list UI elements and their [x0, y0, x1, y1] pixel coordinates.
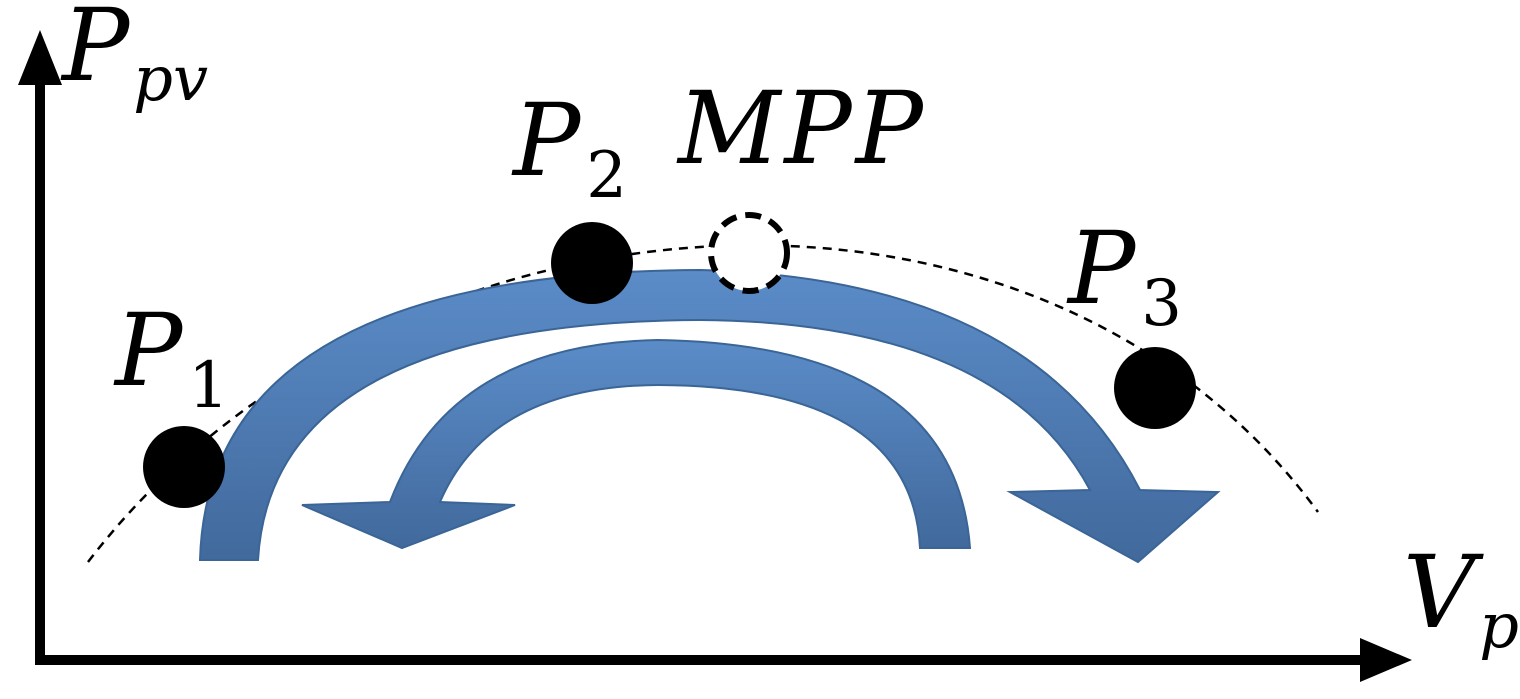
outer-arc-arrow — [198, 268, 1221, 564]
mpp-marker — [708, 212, 790, 294]
point-p1-label: P1 — [113, 292, 229, 423]
x-axis-subscript: pv — [1479, 589, 1520, 662]
x-axis-label: Vpv — [1403, 534, 1520, 662]
inner-arc-arrow — [301, 338, 972, 550]
y-axis-subscript: pv — [133, 42, 208, 115]
pv-curve-dashed — [87, 244, 1320, 563]
axes — [18, 30, 1412, 682]
point-p2-subscript: 2 — [586, 139, 627, 213]
point-p3-label: P3 — [1066, 210, 1182, 341]
point-p1-subscript: 1 — [188, 349, 229, 423]
x-axis-symbol: V — [1403, 534, 1484, 651]
point-p1-symbol: P — [113, 292, 184, 409]
point-p2-label: P2 — [511, 82, 627, 213]
point-p3-marker — [1114, 347, 1196, 429]
point-p1-marker — [143, 426, 225, 508]
point-p3-symbol: P — [1066, 210, 1137, 327]
x-axis-arrowhead — [1360, 638, 1412, 682]
y-axis-arrowhead — [18, 30, 62, 85]
point-p3-subscript: 3 — [1141, 267, 1182, 341]
y-axis-label: Ppv — [60, 0, 208, 115]
point-p2-marker — [551, 222, 633, 304]
mpp-label: MPP — [676, 70, 927, 187]
point-p2-symbol: P — [511, 82, 582, 199]
y-axis-symbol: P — [60, 0, 131, 104]
